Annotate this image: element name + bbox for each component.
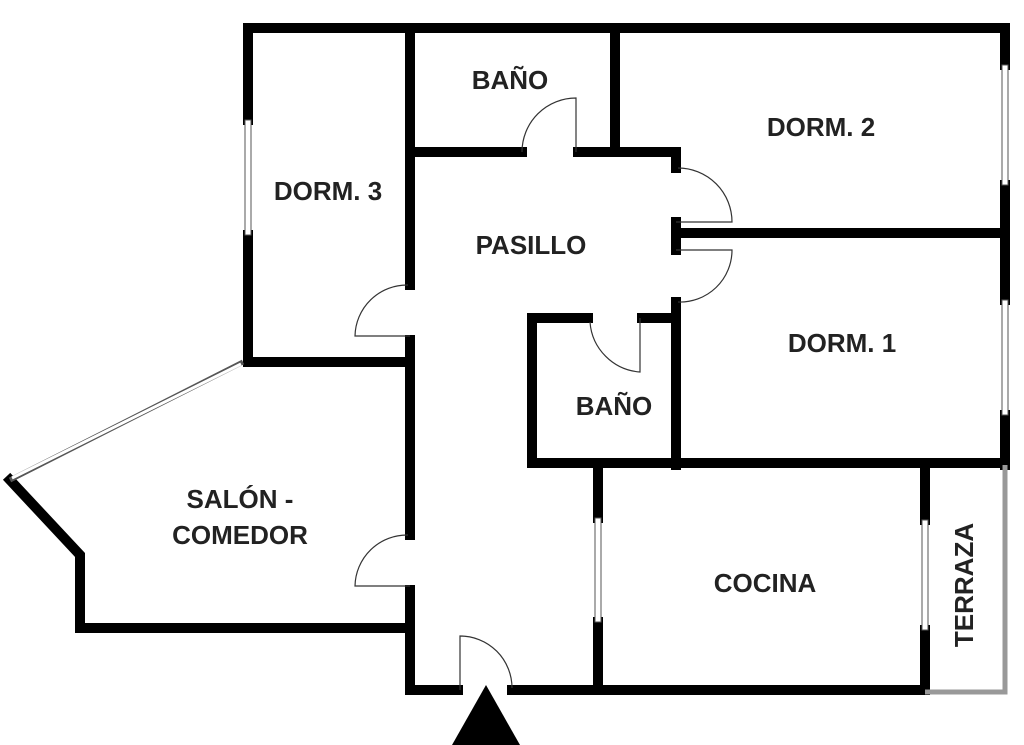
- walls: [2, 23, 1010, 695]
- room-label-cocina: COCINA: [714, 568, 817, 598]
- room-label-dorm-3: DORM. 3: [274, 176, 382, 206]
- room-label-pasillo: PASILLO: [476, 230, 587, 260]
- doors: [354, 97, 733, 690]
- room-label-bano-2: BAÑO: [576, 391, 653, 421]
- windows: [8, 64, 1009, 631]
- room-label-dorm-1: DORM. 1: [788, 328, 896, 358]
- room-label-bano-1: BAÑO: [472, 65, 549, 95]
- room-label-terraza: TERRAZA: [949, 523, 979, 647]
- room-label-dorm-2: DORM. 2: [767, 112, 875, 142]
- room-label-comedor: COMEDOR: [172, 520, 308, 550]
- room-label-salon: SALÓN -: [187, 484, 294, 514]
- entrance-arrow-icon: [452, 685, 520, 745]
